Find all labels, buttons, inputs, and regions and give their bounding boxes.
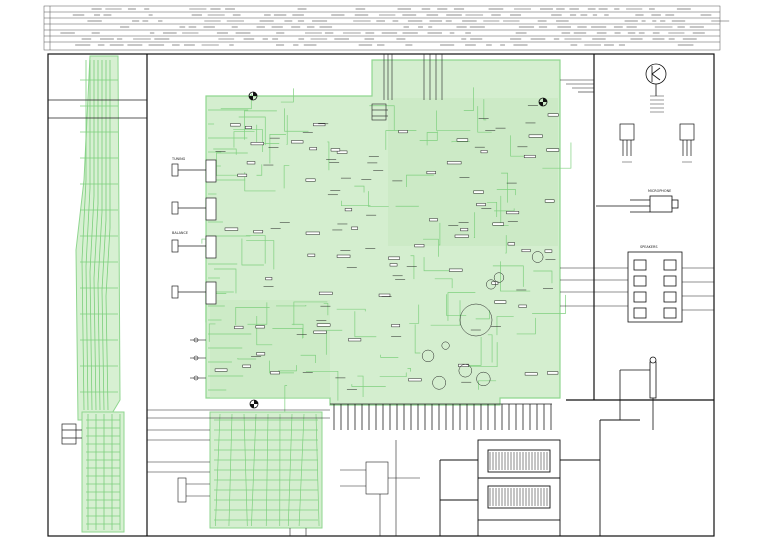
lower-control-pcb bbox=[209, 411, 323, 529]
left-wiring bbox=[48, 99, 147, 445]
to220-transistor-icon bbox=[619, 123, 695, 156]
potentiometers bbox=[171, 159, 217, 305]
label-balance: BALANCE bbox=[172, 231, 188, 235]
registration-mark-icon bbox=[248, 91, 548, 409]
transistor-notes bbox=[622, 95, 692, 163]
speaker-wiring bbox=[560, 267, 714, 311]
transformer-windings bbox=[489, 452, 548, 506]
heatsink-fins bbox=[330, 403, 552, 430]
switch-rows bbox=[190, 337, 206, 381]
label-microphone: MICROPHONE bbox=[648, 189, 671, 193]
transistor-icon bbox=[645, 63, 667, 96]
parts-table-text bbox=[60, 8, 730, 46]
left-lower-pcb bbox=[81, 411, 125, 533]
microphone-jack-icon bbox=[596, 195, 679, 213]
antenna-connector bbox=[619, 356, 657, 430]
speaker-terminal-block bbox=[627, 251, 683, 323]
label-speakers: SPEAKERS bbox=[640, 245, 658, 249]
drawing-frame bbox=[47, 53, 715, 537]
main-pcb bbox=[201, 59, 572, 413]
left-pcb-strip bbox=[75, 55, 125, 533]
power-transformer bbox=[439, 419, 640, 536]
bus-wires bbox=[371, 54, 594, 121]
lower-left-wiring bbox=[147, 409, 330, 536]
label-tuning: TUNING bbox=[171, 157, 186, 161]
selector-switch bbox=[340, 440, 420, 536]
parts-table bbox=[43, 5, 721, 51]
